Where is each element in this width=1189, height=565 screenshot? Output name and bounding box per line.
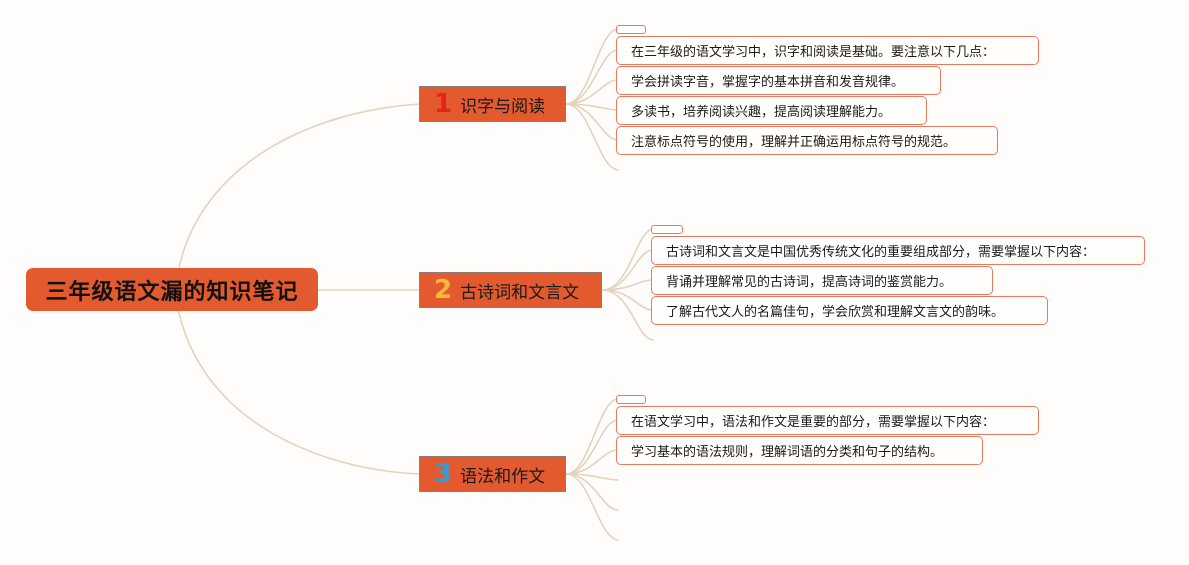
note-text: 了解古代文人的名篇佳句，学会欣赏和理解文言文的韵味。: [666, 305, 1005, 320]
note-text: 古诗词和文言文是中国优秀传统文化的重要组成部分，需要掌握以下内容：: [666, 245, 1096, 260]
number-badge-2: 2: [434, 275, 453, 305]
connector-b1-note-4: [565, 103, 619, 141]
branch-topic-1[interactable]: 1 识字与阅读: [419, 86, 566, 122]
connector-b3-note-1: [565, 419, 619, 475]
note-1-4[interactable]: 注意标点符号的使用，理解并正确运用标点符号的规范。: [616, 126, 998, 155]
connector-b1-note-1: [565, 49, 619, 105]
note-text: 背诵并理解常见的古诗词，提高诗词的鉴赏能力。: [666, 275, 953, 290]
connector-root-branch-1: [174, 103, 421, 291]
branch-topic-3[interactable]: 3 语法和作文: [419, 456, 566, 492]
note-text: 学习基本的语法规则，理解词语的分类和句子的结构。: [631, 445, 944, 460]
connector-b2-note-1: [601, 249, 654, 291]
connector-b1-note-2: [565, 79, 619, 105]
connector-b3-extra-2: [565, 473, 619, 511]
note-text: 多读书，培养阅读兴趣，提高阅读理解能力。: [631, 105, 892, 120]
note-2-1[interactable]: 古诗词和文言文是中国优秀传统文化的重要组成部分，需要掌握以下内容：: [651, 236, 1145, 265]
connector-b3-note-2: [565, 449, 619, 475]
empty-subtopic-1[interactable]: [616, 25, 646, 34]
note-3-1[interactable]: 在语文学习中，语法和作文是重要的部分，需要掌握以下内容：: [616, 406, 1039, 435]
connector-b3-tag: [565, 398, 619, 475]
number-badge-1: 1: [434, 89, 453, 119]
branch-label-2: 古诗词和文言文: [460, 282, 580, 303]
connector-b2-extra: [601, 289, 654, 341]
empty-subtopic-3[interactable]: [616, 395, 646, 404]
note-2-2[interactable]: 背诵并理解常见的古诗词，提高诗词的鉴赏能力。: [651, 266, 993, 295]
number-badge-3: 3: [434, 459, 453, 489]
root-title: 三年级语文漏的知识笔记: [45, 279, 299, 305]
connector-root-branch-3: [174, 289, 421, 475]
note-2-3[interactable]: 了解古代文人的名篇佳句，学会欣赏和理解文言文的韵味。: [651, 296, 1048, 325]
note-1-1[interactable]: 在三年级的语文学习中，识字和阅读是基础。要注意以下几点：: [616, 36, 1039, 65]
root-topic[interactable]: 三年级语文漏的知识笔记: [26, 268, 318, 311]
note-text: 在三年级的语文学习中，识字和阅读是基础。要注意以下几点：: [631, 45, 996, 60]
branch-topic-2[interactable]: 2 古诗词和文言文: [419, 272, 602, 308]
connector-b3-extra-3: [565, 473, 619, 541]
note-text: 注意标点符号的使用，理解并正确运用标点符号的规范。: [631, 135, 957, 150]
connector-b1-extra: [565, 103, 619, 171]
note-1-2[interactable]: 学会拼读字音，掌握字的基本拼音和发音规律。: [616, 66, 941, 95]
note-text: 学会拼读字音，掌握字的基本拼音和发音规律。: [631, 75, 905, 90]
branch-label-1: 识字与阅读: [460, 96, 546, 117]
connector-b1-tag: [565, 28, 619, 105]
note-3-2[interactable]: 学习基本的语法规则，理解词语的分类和句子的结构。: [616, 436, 983, 465]
note-text: 在语文学习中，语法和作文是重要的部分，需要掌握以下内容：: [631, 415, 996, 430]
note-1-3[interactable]: 多读书，培养阅读兴趣，提高阅读理解能力。: [616, 96, 927, 125]
empty-subtopic-2[interactable]: [651, 225, 683, 234]
branch-label-3: 语法和作文: [460, 466, 546, 487]
